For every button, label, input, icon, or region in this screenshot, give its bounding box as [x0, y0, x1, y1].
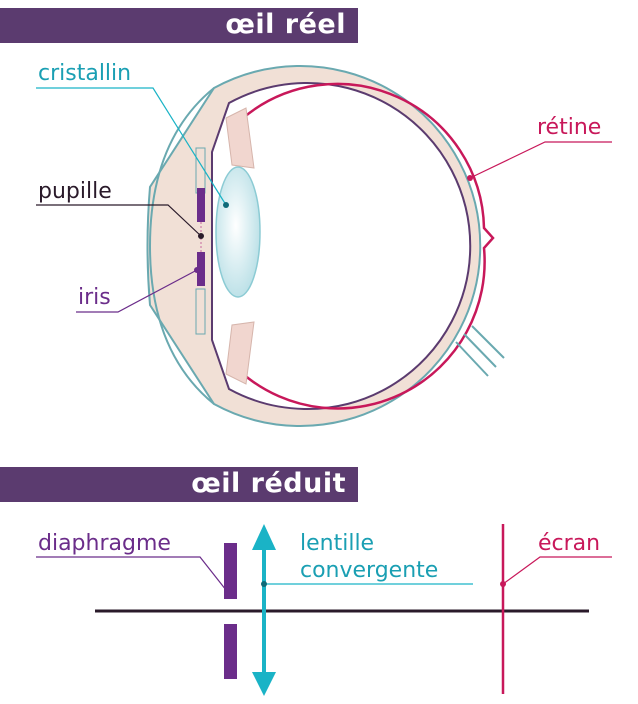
lens-label-line2: convergente: [300, 558, 438, 583]
lens-arrow-bottom: [252, 672, 276, 696]
lens-arrow-top: [252, 524, 276, 550]
real-eye: [146, 65, 505, 427]
screen-label: écran: [538, 531, 600, 556]
ciliary-body-upper: [225, 107, 255, 169]
reduced-eye-title: œil réduit: [191, 468, 346, 499]
iris-lower-band: [195, 288, 206, 335]
crystalline-leader: [36, 87, 227, 206]
diaphragm-label: diaphragme: [38, 531, 171, 556]
reduced-eye-banner: œil réduit: [0, 467, 358, 502]
diaphragm-leader: [36, 556, 227, 591]
iris-dot: [194, 267, 200, 273]
retina-dot: [467, 175, 473, 181]
crystalline-dot: [223, 202, 229, 208]
vitreous-body: [211, 82, 472, 410]
diaphragm-lower: [224, 624, 237, 679]
iris-label: iris: [78, 285, 111, 310]
iris-upper: [197, 188, 205, 222]
iris-lower: [197, 252, 205, 286]
real-eye-banner: œil réel: [0, 8, 358, 43]
diaphragm-upper: [224, 543, 237, 599]
reduced-eye: [95, 524, 589, 696]
screen-leader: [502, 556, 612, 585]
iris-upper-band: [195, 147, 206, 194]
retina-leader: [469, 141, 612, 179]
ciliary-body-lower: [225, 321, 255, 385]
lens-dot: [261, 581, 267, 587]
reduced-eye-leaders: [36, 556, 612, 591]
pupil-leader: [36, 204, 202, 237]
lens-label-line1: lentille: [300, 531, 374, 556]
screen-dot: [500, 581, 506, 587]
real-eye-leaders: [36, 87, 612, 313]
real-eye-title: œil réel: [225, 9, 346, 40]
pupil-dot: [198, 233, 204, 239]
retina: [242, 82, 495, 410]
cornea: [148, 87, 215, 405]
iris-leader: [76, 269, 198, 313]
retina-label: rétine: [537, 115, 601, 140]
pupil-label: pupille: [38, 179, 112, 204]
crystalline-label: cristallin: [38, 61, 131, 86]
optic-nerve: [455, 325, 505, 377]
crystalline-lens: [215, 166, 261, 298]
